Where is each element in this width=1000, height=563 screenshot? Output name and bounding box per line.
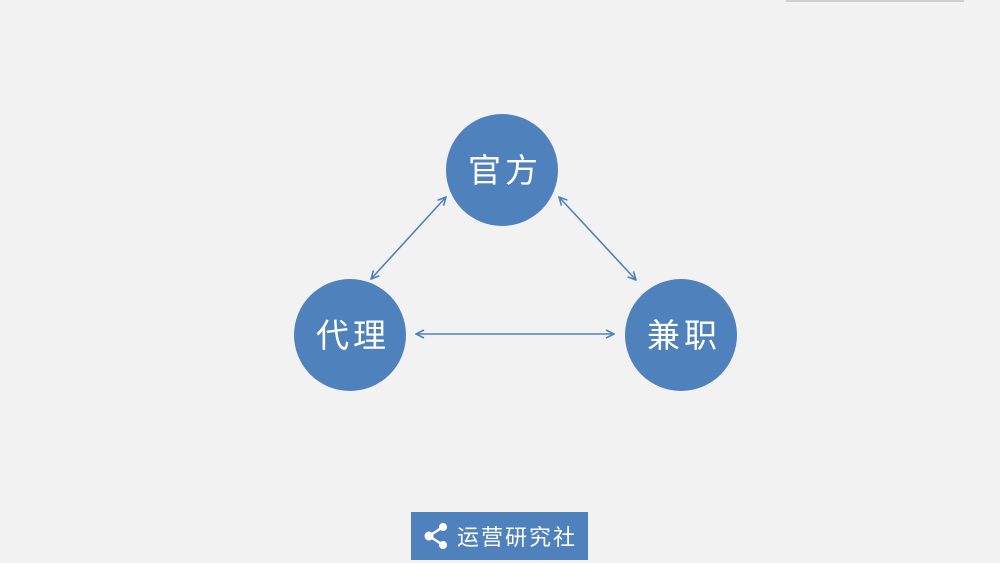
node-parttime: 兼职 [625,279,737,391]
node-official-label: 官方 [468,151,542,190]
node-agent: 代理 [294,279,406,391]
brand-badge: 运营研究社 [411,512,588,560]
node-parttime-label: 兼职 [647,316,721,355]
arrow-official-parttime [559,197,636,280]
share-icon [421,521,451,551]
top-edge-tab [786,0,964,2]
arrow-official-agent [371,197,446,279]
node-official: 官方 [446,114,558,226]
node-agent-label: 代理 [316,316,390,355]
brand-name: 运营研究社 [457,526,578,551]
